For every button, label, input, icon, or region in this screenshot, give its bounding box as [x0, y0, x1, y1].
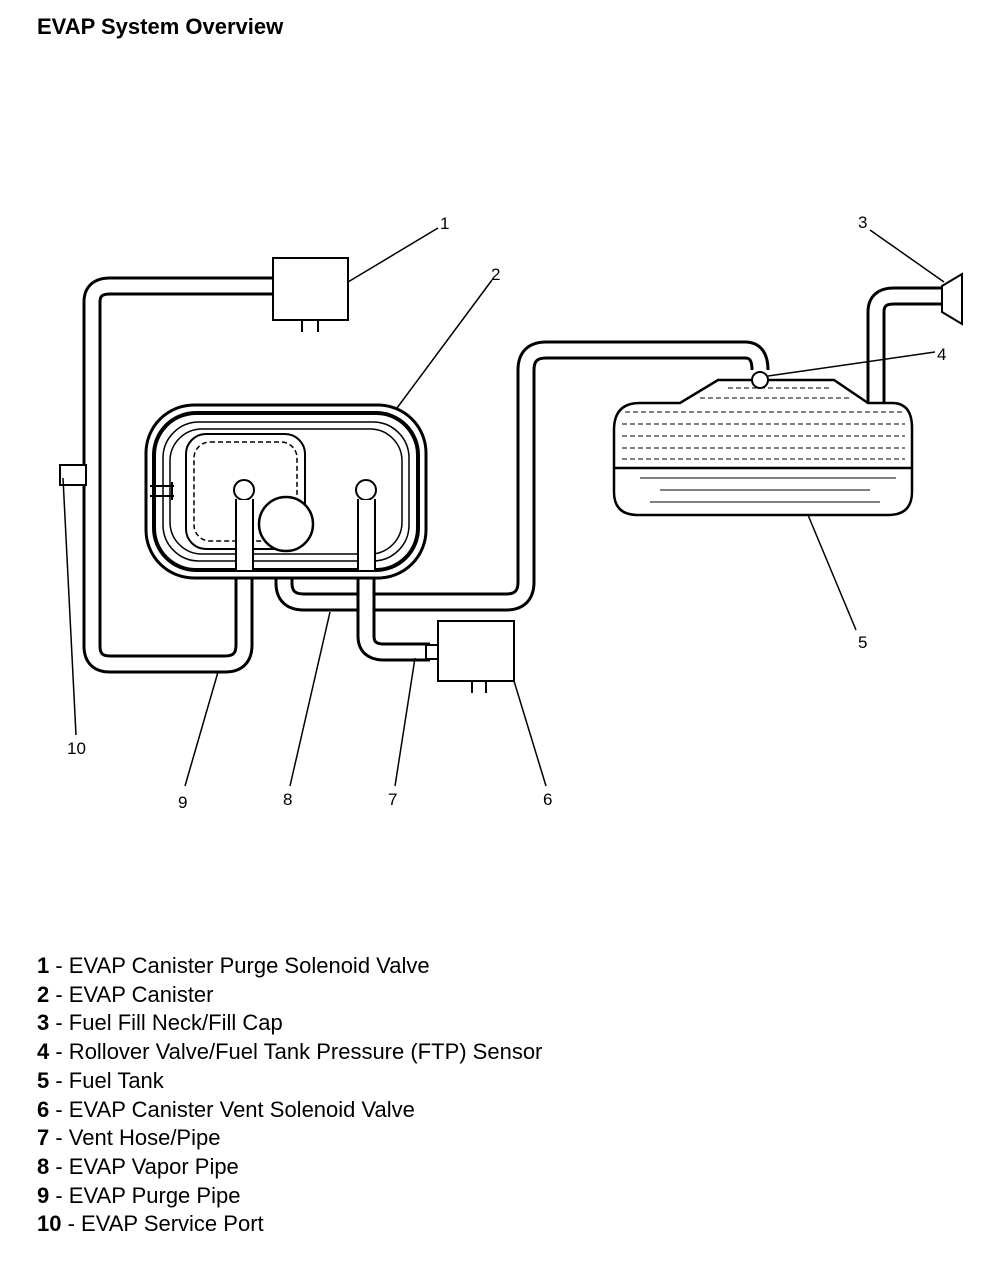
evap-purge-pipe: [82, 276, 275, 674]
callout-9: 9: [178, 793, 187, 812]
legend-list: 1 - EVAP Canister Purge Solenoid Valve 2…: [37, 952, 542, 1239]
callout-2: 2: [491, 265, 500, 284]
evap-service-port: [59, 464, 87, 486]
legend-item: 9 - EVAP Purge Pipe: [37, 1182, 241, 1208]
legend-item: 2 - EVAP Canister: [37, 981, 214, 1007]
callout-1: 1: [440, 214, 449, 233]
legend-item: 5 - Fuel Tank: [37, 1067, 164, 1093]
callout-leaders: [62, 227, 945, 787]
callout-10: 10: [67, 739, 86, 758]
fuel-tank: [612, 378, 914, 517]
evap-canister: [144, 403, 428, 580]
callout-4: 4: [937, 345, 946, 364]
legend-item: 4 - Rollover Valve/Fuel Tank Pressure (F…: [37, 1039, 543, 1065]
callout-3: 3: [858, 213, 867, 232]
legend-item: 8 - EVAP Vapor Pipe: [37, 1153, 239, 1179]
evap-vapor-pipe: [274, 340, 770, 612]
rollover-valve-ftp-sensor: [751, 371, 769, 389]
legend-item: 1 - EVAP Canister Purge Solenoid Valve: [37, 953, 430, 978]
legend-item: 6 - EVAP Canister Vent Solenoid Valve: [37, 1096, 415, 1122]
fuel-fill-neck: [866, 286, 946, 405]
callout-8: 8: [283, 790, 292, 809]
vent-hose-pipe: [356, 490, 430, 662]
evap-diagram: 1 2 3 4 5 6 7 8 9 10: [59, 213, 963, 812]
callout-5: 5: [858, 633, 867, 652]
evap-canister-purge-solenoid-valve: [272, 257, 349, 332]
evap-canister-vent-solenoid-valve: [425, 620, 515, 693]
fuel-fill-cap: [941, 272, 963, 326]
legend-item: 3 - Fuel Fill Neck/Fill Cap: [37, 1010, 283, 1036]
legend-item: 7 - Vent Hose/Pipe: [37, 1125, 221, 1151]
callout-7: 7: [388, 790, 397, 809]
legend-item: 10 - EVAP Service Port: [37, 1211, 264, 1237]
page-title: EVAP System Overview: [37, 14, 284, 39]
callout-6: 6: [543, 790, 552, 809]
